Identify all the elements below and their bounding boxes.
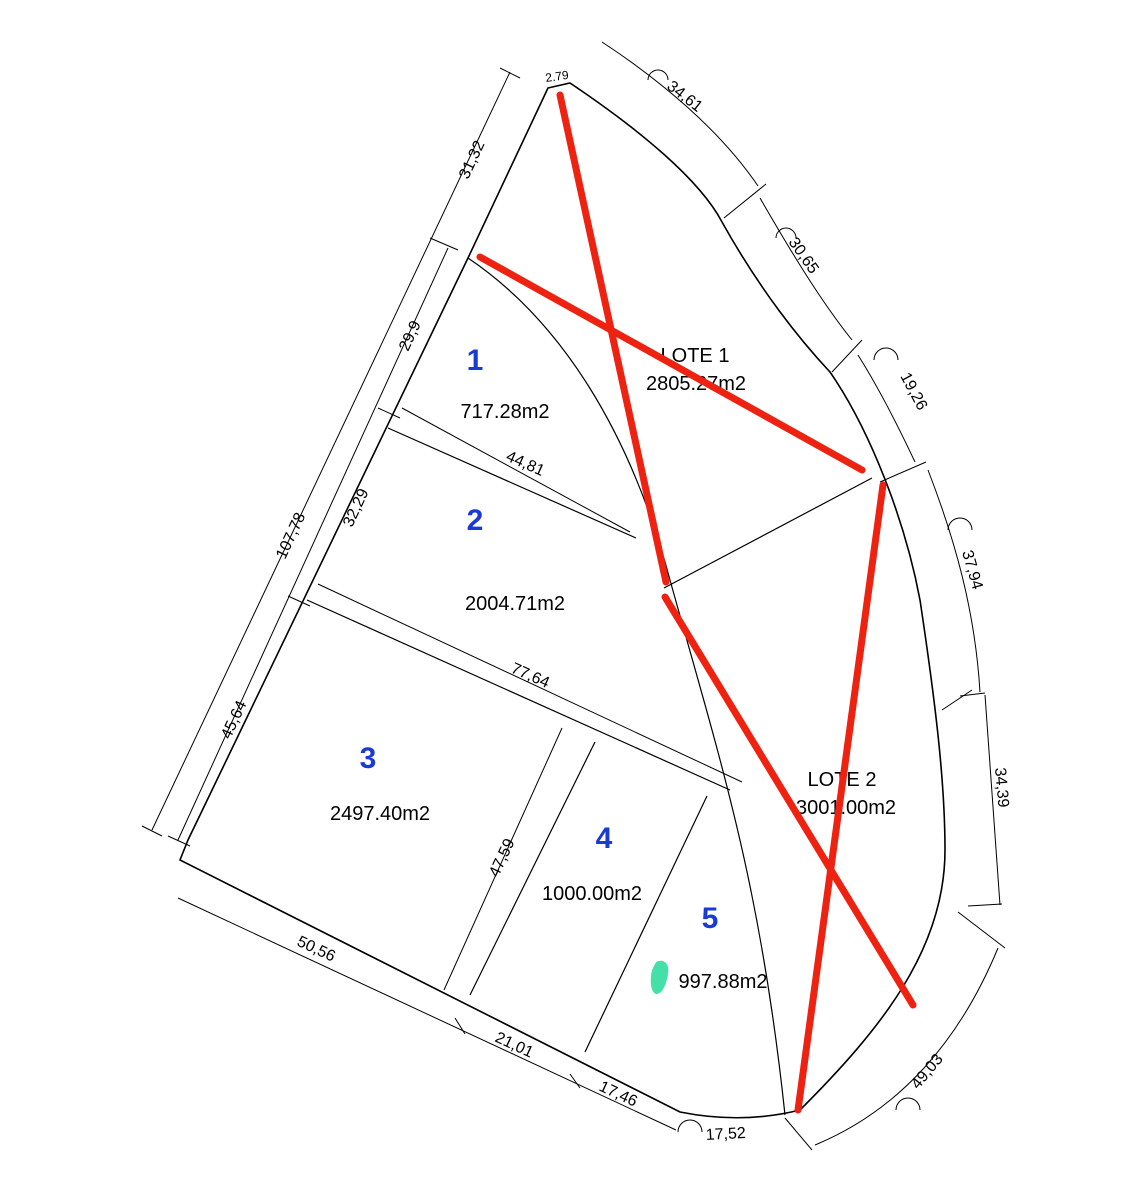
- arc-symbol-30-65: [775, 227, 797, 239]
- lot1-lot2-divider: [387, 427, 637, 539]
- lote1-lote2-divider: [663, 477, 873, 589]
- dim-29-9-label: 29,9: [396, 318, 425, 353]
- lote-1-name: LOTE 1: [661, 345, 730, 367]
- lot-5-area: 997.88m2: [679, 971, 768, 993]
- arc-symbol-49-03: [895, 1097, 921, 1111]
- dim-line-29-9-32-29-45-64: [177, 247, 449, 841]
- arc-symbol-34-61: [647, 69, 669, 81]
- dim-17-52-label: 17,52: [705, 1125, 746, 1144]
- lot-2-number: 2: [467, 504, 484, 537]
- lot-3-number: 3: [360, 742, 377, 775]
- arc-symbol-19-26: [873, 347, 899, 361]
- lot-4-number: 4: [596, 822, 613, 855]
- dim-line-30-65: [759, 197, 853, 341]
- dim-107-78-label: 107,78: [273, 510, 309, 562]
- dim-line-37-94: [927, 469, 981, 693]
- dim-line-bottom: [177, 897, 677, 1131]
- cross-lote-1-line-a: [556, 91, 670, 586]
- dim-21-01-label: 21,01: [492, 1029, 536, 1061]
- cross-lote-2-line-a: [661, 593, 917, 1009]
- curved-divider: [467, 257, 786, 1116]
- dim-77-64-label: 77,64: [508, 660, 552, 692]
- dim-line-77-64: [317, 583, 743, 783]
- dim-line-44-81: [401, 407, 631, 533]
- dim-34-61-label: 34,61: [664, 78, 706, 116]
- lot4-lot5-divider: [584, 795, 708, 1053]
- lot-1-number: 1: [467, 344, 484, 377]
- dim-49-03-label: 49,03: [908, 1051, 947, 1093]
- cross-lote-1-line-b: [476, 253, 866, 474]
- lot3-lot4-divider: [469, 741, 596, 996]
- dim-line-49-03: [814, 947, 999, 1146]
- dim-line-47-59: [443, 727, 563, 991]
- dim-line-19-26: [857, 354, 916, 463]
- dim-line-34-39: [984, 694, 1001, 906]
- dim-34-39-label: 34,39: [991, 767, 1011, 808]
- dim-47-59-label: 47,59: [486, 836, 518, 880]
- lote-2-area: 3001.00m2: [796, 797, 896, 819]
- lot-2-area: 2004.71m2: [465, 593, 565, 615]
- lot-4-area: 1000.00m2: [542, 883, 642, 905]
- green-highlight-mark: [650, 960, 669, 994]
- arc-symbol-17-52: [677, 1119, 703, 1133]
- dim-31-32-label: 31,32: [456, 138, 488, 182]
- dim-line-34-61: [601, 41, 759, 187]
- arc-symbol-37-94: [947, 517, 973, 531]
- dim-17-46-label: 17,46: [596, 1078, 640, 1110]
- dim-32-29-label: 32,29: [340, 486, 372, 530]
- cross-lote-2-line-b: [794, 481, 887, 1114]
- dim-2-79-label: 2.79: [544, 68, 569, 85]
- dim-37-94-label: 37,94: [958, 548, 985, 591]
- lot-3-area: 2497.40m2: [330, 803, 430, 825]
- dim-line-107-78: [151, 71, 511, 831]
- dim-50-56-label: 50,56: [294, 933, 338, 965]
- lot-5-number: 5: [702, 902, 719, 935]
- lot-1-area: 717.28m2: [461, 401, 550, 423]
- lot2-lot3-divider: [306, 599, 731, 791]
- dim-19-26-label: 19,26: [896, 370, 930, 413]
